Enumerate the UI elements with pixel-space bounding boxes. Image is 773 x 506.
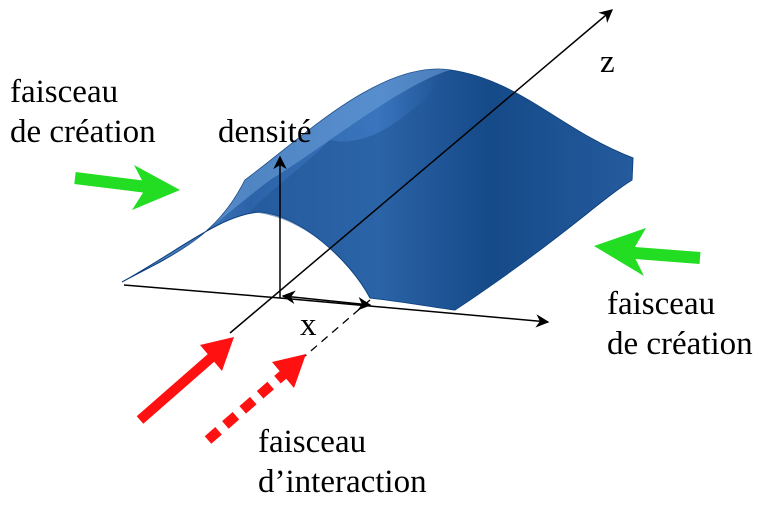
- interaction-path-dashed: [304, 299, 371, 357]
- x-distance-arrow: [281, 290, 372, 311]
- creation-beam-right-label: faisceau de création: [607, 284, 753, 364]
- creation-beam-right-line1: faisceau: [607, 286, 716, 322]
- interaction-beam-label: faisceau d’interaction: [258, 422, 427, 502]
- z-axis-label: z: [600, 44, 615, 80]
- creation-beam-right-line2: de création: [607, 326, 753, 362]
- x-distance-label: x: [300, 307, 317, 343]
- interaction-beam-arrow: [136, 337, 234, 424]
- interaction-beam-line1: faisceau: [258, 424, 367, 460]
- density-axis-label: densité: [218, 114, 312, 150]
- interaction-beam-line2: d’interaction: [258, 464, 427, 500]
- creation-beam-left-arrow: [74, 165, 180, 210]
- creation-beam-right-arrow: [594, 228, 701, 276]
- surface-shading: [250, 70, 633, 310]
- creation-beam-left-line1: faisceau: [10, 74, 119, 110]
- creation-beam-left-line2: de création: [10, 114, 156, 150]
- creation-beam-left-label: faisceau de création: [10, 72, 156, 152]
- x-axis-left: [123, 284, 281, 299]
- z-axis: [229, 9, 614, 334]
- interaction-beam-dashed-arrow: [204, 354, 306, 444]
